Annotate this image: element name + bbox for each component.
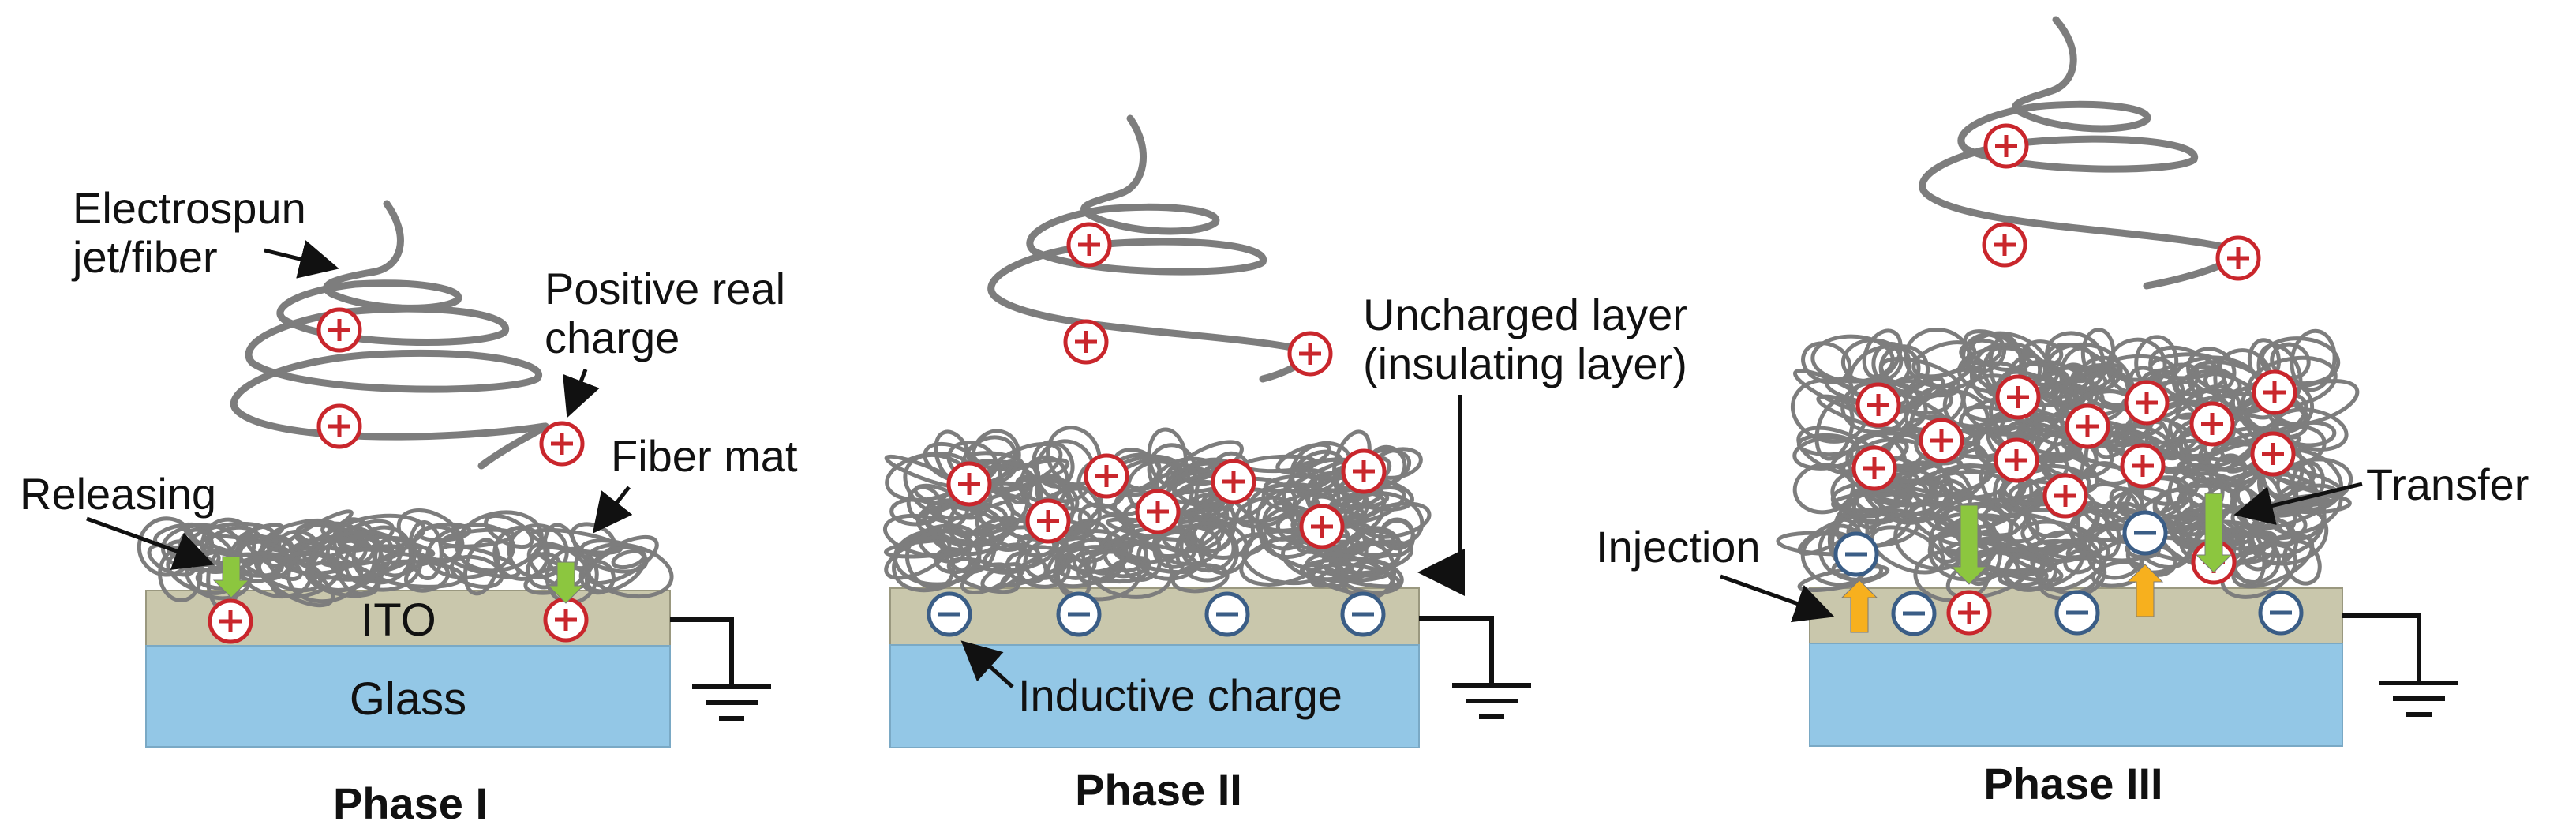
phase-3-negative-charge — [2258, 590, 2304, 636]
phase-3-positive-charge — [1919, 418, 1964, 463]
phase-3-positive-charge — [1995, 374, 2041, 420]
phase-3-negative-charge — [1891, 591, 1937, 636]
phase-2-negative-charge — [927, 591, 972, 637]
phase-1-releasing-pointer — [86, 516, 215, 570]
phase-2-electrode-layer — [889, 587, 1420, 646]
phase-2-positive-charge — [1063, 319, 1109, 365]
phase-3-electrospun-jet — [1919, 16, 2246, 290]
phase-1-fiber-mat-label: Fiber mat — [611, 431, 798, 481]
phase-3-positive-charge — [1983, 123, 2029, 169]
phase-1-positive-charge — [539, 421, 585, 467]
phase-3-positive-charge — [1852, 445, 1897, 491]
phase-3-negative-charge — [1833, 531, 1879, 577]
phase-1-release-arrow — [212, 556, 250, 598]
phase-1-positive-charge — [543, 597, 589, 643]
phase-1-positive-charge-pointer — [563, 369, 600, 418]
phase-3-positive-charge — [2189, 401, 2235, 447]
phase-3-injection-arrow — [1840, 579, 1878, 633]
phase-3-transfer-label: Transfer — [2366, 459, 2529, 509]
phase-1-title: Phase I — [333, 778, 488, 828]
phase-2-inductive-charge-label: Inductive charge — [1018, 670, 1342, 720]
phase-2-negative-charge — [1204, 591, 1250, 637]
phase-1-fiber-pointer — [264, 240, 339, 279]
phase-2-panel: Uncharged layer(insulating layer) Induct… — [882, 114, 1687, 815]
phase-2-ground-symbol — [1419, 616, 1531, 719]
phase-3-positive-charge — [1994, 437, 2039, 483]
phase-1-ito-label: ITO — [361, 594, 436, 646]
phase-2-negative-charge — [1340, 591, 1386, 637]
phase-2-uncharged-layer-label: Uncharged layer(insulating layer) — [1363, 290, 1687, 388]
phase-1-releasing-label: Releasing — [20, 469, 216, 519]
phase-2-positive-charge — [1025, 498, 1071, 544]
phase-2-electrospun-jet — [987, 114, 1316, 383]
phase-2-positive-charge — [1299, 504, 1345, 549]
phase-2-positive-charge — [1287, 331, 1333, 377]
phase-3-positive-charge — [2120, 443, 2166, 489]
phase-1-positive-charge — [316, 307, 362, 353]
phase-3-positive-charge — [2065, 403, 2110, 449]
phase-3-positive-charge — [2250, 431, 2296, 477]
phase-3-positive-charge — [1982, 222, 2027, 268]
phase-2-positive-charge — [1084, 453, 1129, 499]
phase-1-glass-label: Glass — [350, 673, 466, 725]
phase-1-ground-symbol — [670, 617, 771, 721]
phase-3-ground-symbol — [2342, 613, 2458, 717]
phase-2-positive-charge — [1211, 459, 1256, 504]
phase-3-injection-label: Injection — [1596, 522, 1761, 572]
phase-3-transfer-arrow — [1950, 504, 1988, 585]
phase-2-positive-charge — [946, 461, 992, 507]
phase-1-fiber-mat-pointer — [592, 486, 633, 534]
phase-1-electrospun-jet — [230, 200, 549, 470]
phase-3-positive-charge — [2042, 473, 2088, 519]
phase-3-positive-charge — [2124, 380, 2170, 426]
phase-3-positive-charge — [2215, 235, 2261, 281]
phase-3-negative-charge — [2054, 590, 2100, 636]
phase-3-transfer-arrow — [2195, 493, 2233, 573]
phase-3-positive-charge — [1855, 382, 1901, 428]
phase-3-positive-charge — [2252, 369, 2297, 415]
phase-3-injection-arrow — [2126, 564, 2164, 617]
phase-3-injection-pointer — [1720, 574, 1835, 623]
phase-3-negative-charge — [2122, 510, 2168, 556]
phase-2-title: Phase II — [1075, 765, 1242, 815]
phase-2-negative-charge — [1056, 591, 1102, 637]
phase-1-positive-charge — [316, 403, 362, 449]
phase-3-positive-charge — [1946, 590, 1992, 636]
phase-2-inductive-charge-pointer — [960, 640, 1014, 688]
phase-3-title: Phase III — [1983, 759, 2162, 808]
phase-2-positive-charge — [1066, 222, 1112, 268]
phase-1-glass-layer — [145, 645, 671, 748]
phase-2-uncharged-layer-pointer — [1417, 395, 1465, 596]
phase-2-positive-charge — [1341, 448, 1387, 494]
phase-3-glass-layer — [1809, 643, 2343, 747]
phase-1-release-arrow — [547, 561, 585, 604]
phase-3-transfer-pointer — [2233, 482, 2363, 525]
phase-2-positive-charge — [1135, 489, 1181, 534]
phase-3-panel: Injection Transfer Phase III — [1596, 16, 2529, 808]
phase-1-positive-charge — [208, 598, 253, 644]
